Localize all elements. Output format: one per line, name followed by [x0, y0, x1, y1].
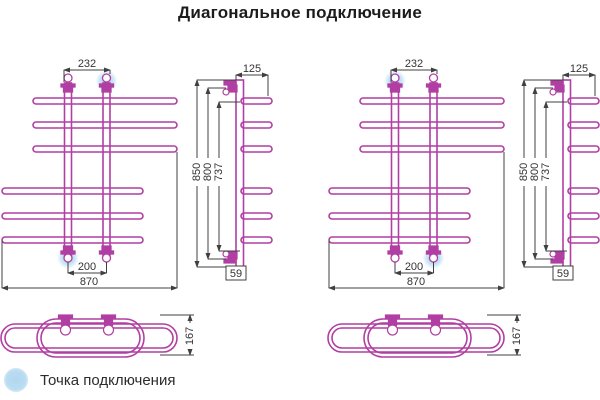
dim-232: 232: [78, 58, 96, 70]
legend-label: Точка подключения: [40, 371, 176, 389]
dim-870: 870: [407, 276, 425, 288]
left-diagram: 232 200 870 125 850 800 737 59 167: [1, 58, 272, 357]
dim-59: 59: [557, 268, 569, 280]
connection-point-icon: [4, 368, 28, 392]
dim-200: 200: [405, 261, 423, 273]
page-title: Диагональное подключение: [178, 3, 422, 22]
dim-200: 200: [78, 261, 96, 273]
dim-800: 800: [529, 163, 541, 181]
dim-167: 167: [511, 327, 523, 345]
dim-870: 870: [80, 276, 98, 288]
dim-737: 737: [213, 163, 225, 181]
dim-125: 125: [243, 63, 261, 75]
right-diagram: 232 200 870 125 850 800 737 59 167: [328, 58, 599, 357]
left-diagram-dimension-labels: 232 200 870 125 850 800 737 59 167: [78, 58, 261, 345]
right-diagram-dimension-labels: 232 200 870 125 850 800 737 59 167: [405, 58, 588, 345]
dim-850: 850: [191, 163, 203, 181]
dim-167: 167: [184, 327, 196, 345]
dim-59: 59: [230, 268, 242, 280]
dim-737: 737: [540, 163, 552, 181]
dim-232: 232: [405, 58, 423, 70]
dim-125: 125: [570, 63, 588, 75]
dim-800: 800: [202, 163, 214, 181]
dim-850: 850: [518, 163, 530, 181]
legend: Точка подключения: [4, 367, 175, 393]
